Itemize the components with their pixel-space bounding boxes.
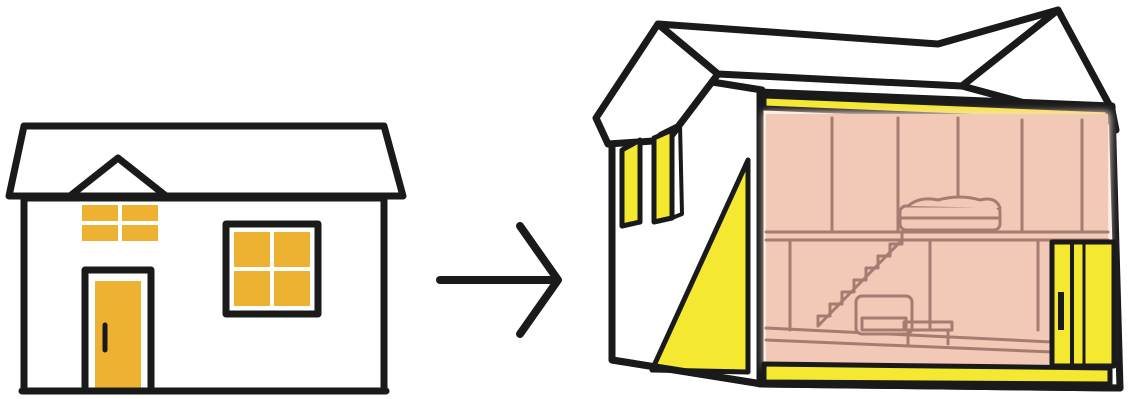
table-icon <box>902 320 954 346</box>
arrow-right-icon <box>436 222 562 338</box>
tiny-house-door-icon <box>1049 239 1117 369</box>
door-icon <box>81 266 155 395</box>
bottom-beam <box>761 361 1113 387</box>
house-roof <box>5 122 407 200</box>
tiny-house-cutaway-icon <box>592 6 1124 392</box>
loft-bed-icon <box>898 195 1002 232</box>
roof-left <box>592 20 722 148</box>
staircase-icon <box>816 232 904 328</box>
tiny-house-base <box>608 356 1124 392</box>
side-window-2-icon <box>651 127 675 225</box>
upper-window-icon <box>82 205 158 241</box>
interior-structure <box>764 116 1110 354</box>
side-window-frame <box>658 122 684 220</box>
house-gable <box>66 154 170 200</box>
house-wall <box>20 194 388 395</box>
right-window-icon <box>222 220 322 318</box>
small-house-icon <box>5 122 407 395</box>
side-window-1-icon <box>619 137 643 229</box>
sofa-icon <box>854 294 914 336</box>
